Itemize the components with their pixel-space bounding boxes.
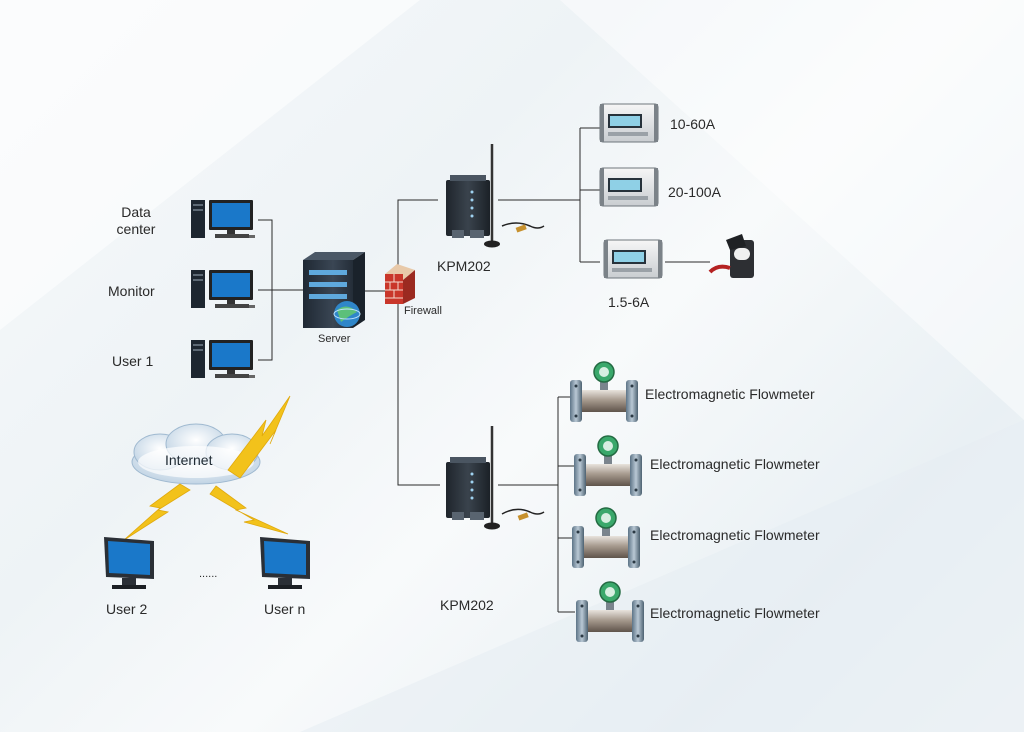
- label-server: Server: [318, 333, 351, 345]
- firewall-icon: [385, 264, 415, 304]
- kpm202-gateway-top-icon: [446, 144, 545, 248]
- label-user1: User 1: [112, 353, 154, 369]
- kpm202-gateway-bottom-icon: [446, 426, 545, 530]
- label-meter3: 1.5-6A: [608, 294, 650, 310]
- connection-lines: [258, 127, 710, 613]
- label-meter2: 20-100A: [668, 184, 721, 200]
- current-clamp-icon: [708, 234, 754, 278]
- label-firewall: Firewall: [404, 305, 442, 317]
- label-usern: User n: [264, 601, 306, 617]
- monitor-computer-icon: [191, 270, 255, 308]
- label-gateway-top: KPM202: [437, 258, 491, 274]
- flowmeter-3-icon: [571, 507, 641, 569]
- server-icon: [303, 252, 365, 328]
- label-monitor: Monitor: [108, 283, 155, 299]
- internet-cloud-icon: [131, 423, 261, 485]
- flowmeter-4-icon: [575, 581, 645, 643]
- label-gateway-bottom: KPM202: [440, 597, 494, 613]
- meter-20-100a-icon: [599, 167, 659, 207]
- user1-computer-icon: [191, 340, 255, 378]
- data-center-computer-icon: [191, 200, 255, 238]
- label-internet: Internet: [165, 452, 213, 468]
- label-ellipsis: ......: [199, 568, 218, 580]
- flowmeter-1-icon: [569, 361, 639, 423]
- user2-laptop-icon: [104, 537, 154, 589]
- label-meter1: 10-60A: [670, 116, 716, 132]
- label-flowmeter-4: Electromagnetic Flowmeter: [650, 605, 820, 621]
- meter-1-5-6a-icon: [603, 239, 663, 279]
- label-flowmeter-3: Electromagnetic Flowmeter: [650, 527, 820, 543]
- label-user2: User 2: [106, 601, 148, 617]
- label-flowmeter-1: Electromagnetic Flowmeter: [645, 386, 815, 402]
- usern-laptop-icon: [260, 537, 310, 589]
- meter-10-60a-icon: [599, 103, 659, 143]
- lightning-bolt-icons: [123, 395, 291, 541]
- flowmeter-2-icon: [573, 435, 643, 497]
- label-flowmeter-2: Electromagnetic Flowmeter: [650, 456, 820, 472]
